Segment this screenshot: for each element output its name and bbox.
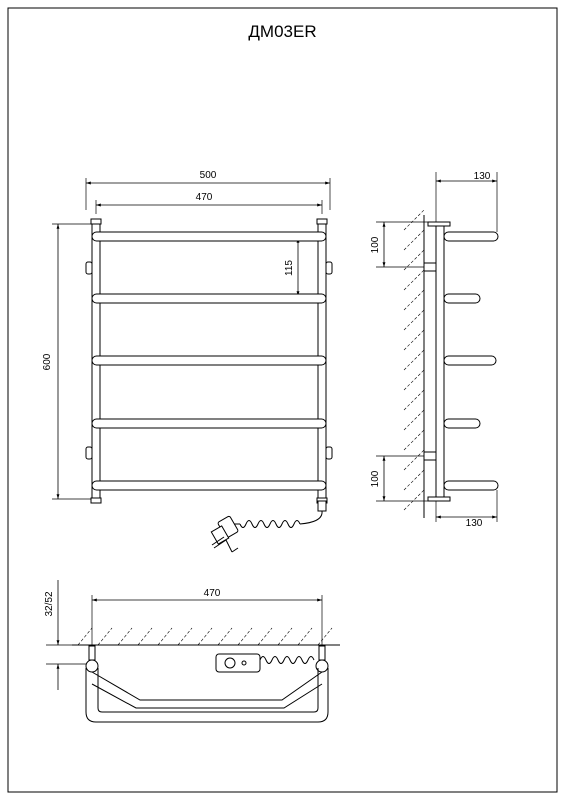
drawing-title: ДМ03ER [248,22,317,41]
rail-outer [85,668,329,723]
heater-box [215,653,261,673]
rail-bent-bar [91,671,323,701]
side-view: 130 130 100 100 [370,171,499,529]
side-bar-3 [443,355,497,366]
bracket-bottom-left [85,446,93,460]
dim-depth-bottom: 130 [466,518,483,529]
dim-width-outer: 500 [200,170,217,181]
dim-width-top: 470 [204,588,221,599]
heater-outlet [317,500,327,512]
dim-bar-spacing: 115 [284,260,295,276]
side-bar-4 [443,418,481,429]
crossbar-5 [91,480,327,491]
side-post [435,221,445,502]
front-view: 500 470 600 115 [42,170,333,553]
crossbar-2 [91,293,327,304]
side-bar-2 [443,293,481,304]
bracket-top-right [325,261,333,275]
dim-wall-gap: 32/52 [44,591,55,616]
side-bar-1 [443,231,499,242]
coiled-cord [239,520,301,528]
dim-height: 600 [42,353,53,370]
dim-mount-bottom: 100 [370,470,381,487]
sheet-frame [7,7,558,793]
dim-width-inner: 470 [196,192,213,203]
crossbar-3 [91,355,327,366]
side-bracket-bottom [423,451,437,461]
top-view: 470 32/52 [44,580,340,723]
power-plug [210,515,240,553]
side-bracket-top [423,262,437,272]
top-wall-hatch [77,627,333,646]
wall-hatch [403,209,425,511]
top-coiled-cord [259,656,315,664]
crossbar-1 [91,231,327,242]
bracket-bottom-right [325,446,333,460]
side-bar-5 [443,480,499,491]
post-left-top [85,659,99,673]
crossbar-4 [91,418,327,429]
dim-depth-top: 130 [474,171,491,182]
heater-knob [224,657,236,669]
dim-mount-top: 100 [370,236,381,253]
bracket-top-left [85,261,93,275]
